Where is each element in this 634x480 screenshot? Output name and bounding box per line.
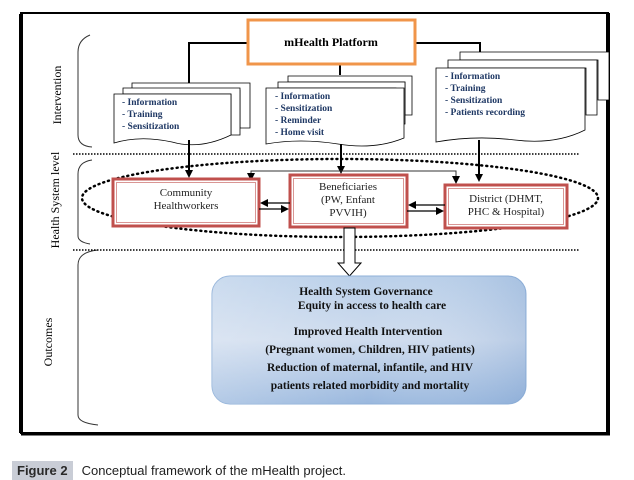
intervention-doc-left bbox=[113, 82, 251, 146]
outcome-line: Equity in access to health care bbox=[298, 300, 446, 312]
section-label-intervention: Intervention bbox=[50, 66, 64, 125]
intervention-brace bbox=[77, 34, 93, 148]
section-label-outcomes: Outcomes bbox=[41, 317, 55, 366]
health-system-ellipse bbox=[80, 157, 600, 239]
intervention-item: - Information bbox=[122, 98, 178, 108]
outcomes-node: Health System Governance Equity in acces… bbox=[211, 275, 527, 405]
intervention-doc-right bbox=[435, 51, 610, 143]
figure-label: Figure 2 bbox=[12, 460, 73, 480]
arrows-community-beneficiaries bbox=[259, 199, 290, 213]
figure-caption: Figure 2 Conceptual framework of the mHe… bbox=[12, 460, 346, 480]
outcome-line: (Pregnant women, Children, HIV patients) bbox=[265, 344, 475, 356]
node-label: Healthworkers bbox=[154, 200, 219, 212]
section-label-health-system: Health System level bbox=[48, 151, 62, 248]
intervention-item: - Sensitization bbox=[122, 122, 180, 132]
node-label: Beneficiaries bbox=[319, 181, 377, 193]
community-healthworkers-node: Community Healthworkers bbox=[111, 177, 261, 228]
hollow-arrow-to-outcomes bbox=[336, 227, 363, 277]
intervention-item: - Patients recording bbox=[445, 108, 525, 118]
platform-label: mHealth Platform bbox=[284, 35, 378, 49]
mhealth-platform-node: mHealth Platform bbox=[246, 18, 417, 66]
node-label: (PW, Enfant bbox=[321, 194, 375, 206]
health-system-brace bbox=[77, 159, 93, 245]
arrows-beneficiaries-district bbox=[407, 201, 445, 215]
node-label: PVVIH) bbox=[329, 207, 367, 219]
beneficiaries-node: Beneficiaries (PW, Enfant PVVIH) bbox=[288, 173, 409, 229]
intervention-item: - Training bbox=[445, 84, 486, 94]
outcome-line: Improved Health Intervention bbox=[294, 326, 443, 338]
intervention-item: - Information bbox=[445, 72, 501, 82]
outcome-line: patients related morbidity and mortality bbox=[271, 380, 470, 392]
node-label: District (DHMT, bbox=[469, 193, 543, 205]
outcome-line: Health System Governance bbox=[299, 286, 433, 298]
intervention-item: - Information bbox=[275, 92, 331, 102]
intervention-list-right: - Information - Training - Sensitization… bbox=[445, 72, 525, 118]
intervention-list-middle: - Information - Sensitization - Reminder… bbox=[275, 92, 333, 138]
intervention-doc-middle bbox=[265, 75, 413, 147]
node-label: Community bbox=[160, 187, 213, 199]
figure-caption-text: Conceptual framework of the mHealth proj… bbox=[81, 462, 347, 478]
outcome-line: Reduction of maternal, infantile, and HI… bbox=[267, 362, 474, 374]
node-label: PHC & Hospital) bbox=[468, 206, 545, 218]
intervention-list-left: - Information - Training - Sensitization bbox=[122, 98, 180, 132]
intervention-item: - Sensitization bbox=[445, 96, 503, 106]
district-node: District (DHMT, PHC & Hospital) bbox=[443, 183, 569, 230]
intervention-item: - Sensitization bbox=[275, 104, 333, 114]
outcomes-brace bbox=[77, 249, 99, 426]
conceptual-framework-diagram: Intervention Health System level Outcome… bbox=[19, 12, 610, 436]
intervention-item: - Reminder bbox=[275, 116, 322, 126]
intervention-item: - Training bbox=[122, 110, 163, 120]
intervention-item: - Home visit bbox=[275, 128, 325, 138]
